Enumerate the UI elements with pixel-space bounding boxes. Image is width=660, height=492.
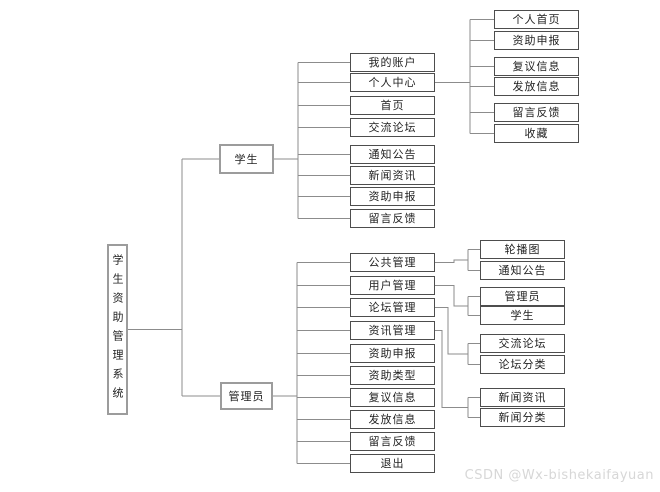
connector-line: [435, 330, 468, 408]
node-pc-personal-home: 个人首页: [494, 10, 579, 29]
node-label: 通知公告: [368, 148, 417, 161]
node-admin-aid-apply: 资助申报: [350, 344, 435, 363]
node-pc-aid-apply: 资助申报: [494, 31, 579, 50]
node-fm-forum: 交流论坛: [480, 334, 565, 353]
node-label: 资助申报: [368, 347, 417, 360]
node-label: 留言反馈: [512, 106, 561, 119]
node-label: 资讯管理: [368, 324, 417, 337]
node-label: 交流论坛: [498, 337, 547, 350]
node-fm-forum-category: 论坛分类: [480, 355, 565, 374]
node-student-personal-center: 个人中心: [350, 73, 435, 92]
node-admin-branch: 管理员: [220, 382, 273, 410]
node-label: 学生资助管理系统: [111, 253, 124, 406]
connector-line: [435, 307, 468, 355]
node-label: 复议信息: [512, 60, 561, 73]
node-label: 个人首页: [512, 13, 561, 26]
node-label: 留言反馈: [368, 435, 417, 448]
node-label: 学生: [510, 309, 535, 322]
node-label: 公共管理: [368, 256, 417, 269]
node-label: 论坛管理: [368, 301, 417, 314]
node-label: 收藏: [524, 127, 549, 140]
node-label: 新闻资讯: [368, 169, 417, 182]
node-um-student: 学生: [480, 306, 565, 325]
node-label: 学生: [234, 152, 259, 166]
node-admin-review-info: 复议信息: [350, 388, 435, 407]
node-label: 资助申报: [512, 34, 561, 47]
node-label: 新闻分类: [498, 411, 547, 424]
node-label: 管理员: [504, 290, 541, 303]
node-label: 复议信息: [368, 391, 417, 404]
node-um-admin: 管理员: [480, 287, 565, 306]
node-label: 首页: [380, 99, 405, 112]
node-student-my-account: 我的账户: [350, 53, 435, 72]
node-student-branch: 学生: [219, 144, 274, 174]
node-student-home: 首页: [350, 96, 435, 115]
node-label: 退出: [380, 457, 405, 470]
node-label: 资助类型: [368, 369, 417, 382]
node-label: 论坛分类: [498, 358, 547, 371]
node-label: 轮播图: [504, 243, 541, 256]
node-student-notice: 通知公告: [350, 145, 435, 164]
node-pc-review-info: 复议信息: [494, 57, 579, 76]
node-label: 留言反馈: [368, 212, 417, 225]
node-student-forum: 交流论坛: [350, 118, 435, 137]
node-admin-aid-type: 资助类型: [350, 366, 435, 385]
node-student-aid-apply: 资助申报: [350, 187, 435, 206]
node-admin-forum-mgmt: 论坛管理: [350, 298, 435, 317]
node-nm-news-category: 新闻分类: [480, 408, 565, 427]
node-pm-notice: 通知公告: [480, 261, 565, 280]
node-label: 用户管理: [368, 279, 417, 292]
node-label: 发放信息: [368, 413, 417, 426]
node-admin-grant-info: 发放信息: [350, 410, 435, 429]
node-pc-grant-info: 发放信息: [494, 77, 579, 96]
node-pc-feedback: 留言反馈: [494, 103, 579, 122]
node-admin-logout: 退出: [350, 454, 435, 473]
node-label: 交流论坛: [368, 121, 417, 134]
watermark-text: CSDN @Wx-bishekaifayuan: [464, 468, 654, 483]
node-nm-news: 新闻资讯: [480, 388, 565, 407]
node-label: 我的账户: [368, 56, 417, 69]
node-label: 管理员: [228, 389, 265, 403]
connector-line: [435, 259, 468, 263]
node-pc-favorites: 收藏: [494, 124, 579, 143]
node-admin-feedback: 留言反馈: [350, 432, 435, 451]
node-label: 发放信息: [512, 80, 561, 93]
node-label: 个人中心: [368, 76, 417, 89]
node-admin-news-mgmt: 资讯管理: [350, 321, 435, 340]
node-pm-carousel: 轮播图: [480, 240, 565, 259]
node-system-root: 学生资助管理系统: [107, 244, 128, 415]
node-admin-public-mgmt: 公共管理: [350, 253, 435, 272]
connector-line: [435, 285, 468, 307]
node-admin-user-mgmt: 用户管理: [350, 276, 435, 295]
node-student-news: 新闻资讯: [350, 166, 435, 185]
node-label: 通知公告: [498, 264, 547, 277]
node-label: 资助申报: [368, 190, 417, 203]
node-label: 新闻资讯: [498, 391, 547, 404]
node-student-feedback: 留言反馈: [350, 209, 435, 228]
